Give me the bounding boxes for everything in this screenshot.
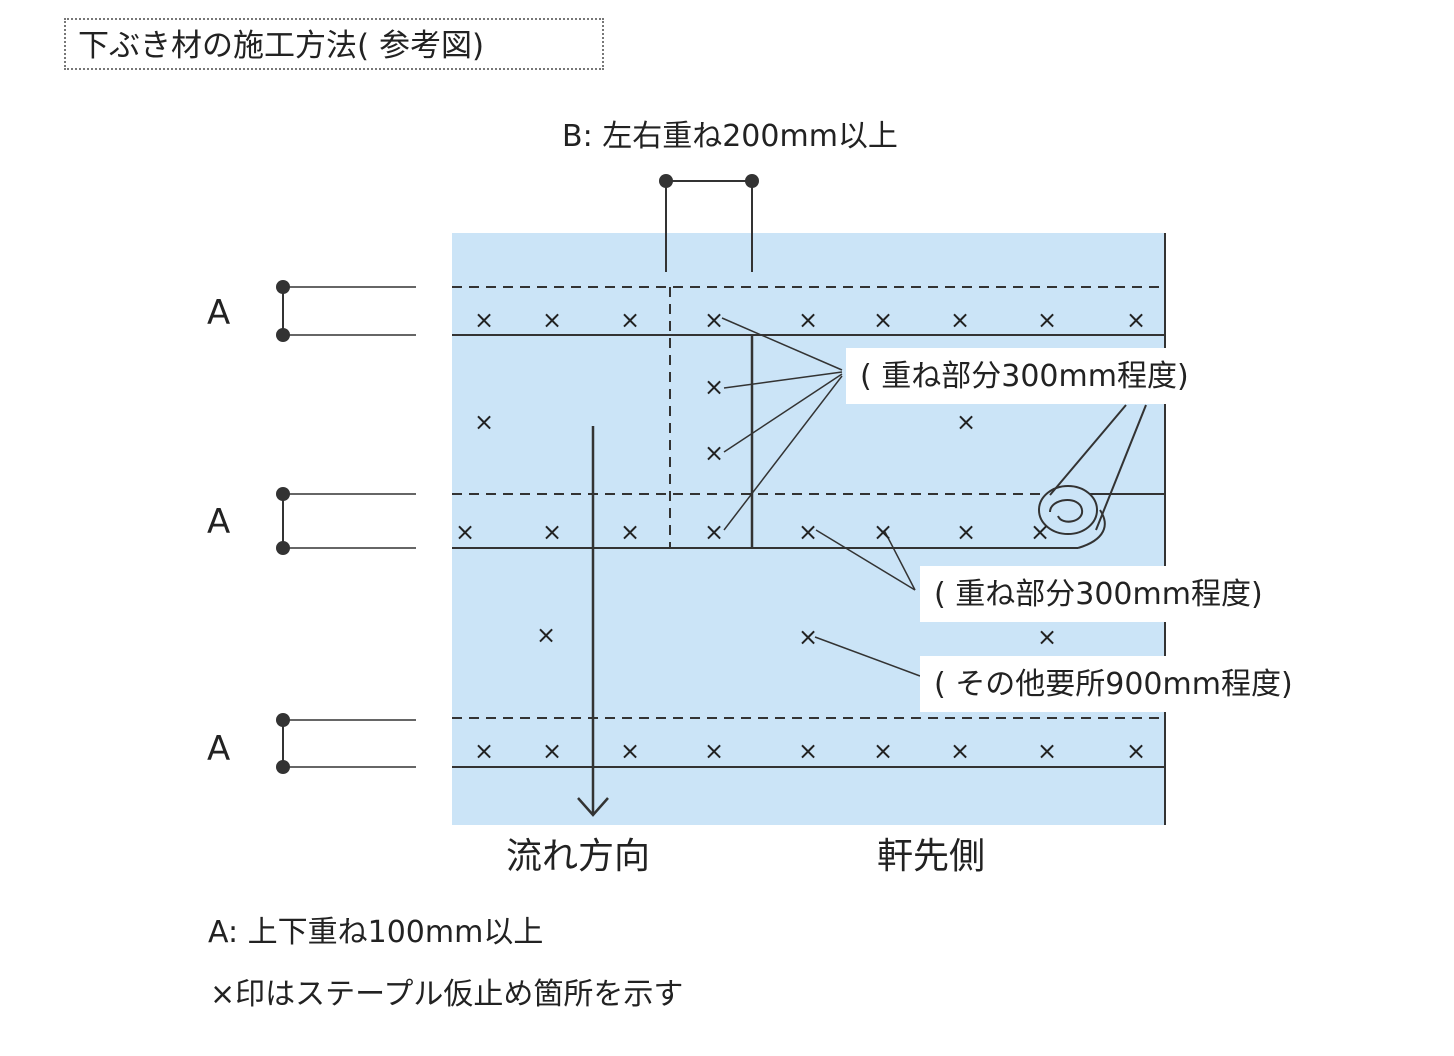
staple-mark: × bbox=[455, 518, 475, 546]
staple-note-label: ×印はステープル仮止め箇所を示す bbox=[210, 977, 683, 1012]
staple-mark: × bbox=[542, 737, 562, 765]
staple-mark: × bbox=[956, 408, 976, 436]
staple-mark: × bbox=[798, 737, 818, 765]
staple-mark: × bbox=[873, 737, 893, 765]
staple-mark: × bbox=[1030, 518, 1050, 546]
staple-mark: × bbox=[873, 306, 893, 334]
staple-mark: × bbox=[798, 518, 818, 546]
staple-mark: × bbox=[1037, 306, 1057, 334]
title-box bbox=[64, 18, 604, 70]
staple-mark: × bbox=[620, 306, 640, 334]
eaves-side-label: 軒先側 bbox=[877, 836, 985, 877]
staple-mark: × bbox=[542, 518, 562, 546]
a-dimension-bottom: A bbox=[207, 713, 416, 774]
overlap-300-label: ( 重ね部分300mm程度) bbox=[860, 359, 1189, 394]
staple-mark: × bbox=[1037, 737, 1057, 765]
label-bg bbox=[920, 566, 1310, 622]
staple-mark: × bbox=[620, 518, 640, 546]
staple-mark: × bbox=[704, 518, 724, 546]
staple-mark: × bbox=[474, 408, 494, 436]
staple-mark: × bbox=[873, 518, 893, 546]
flow-direction-arrow bbox=[577, 426, 609, 817]
staple-mark: × bbox=[1126, 306, 1146, 334]
staple-mark: × bbox=[798, 623, 818, 651]
b-overlap-label: B: 左右重ね200mm以上 bbox=[562, 119, 898, 154]
staple-mark: × bbox=[536, 621, 556, 649]
staple-mark: × bbox=[704, 306, 724, 334]
staple-mark: × bbox=[542, 306, 562, 334]
staple-mark: × bbox=[950, 737, 970, 765]
flow-direction-label: 流れ方向 bbox=[506, 836, 650, 877]
a-dimension-middle: A bbox=[207, 487, 416, 555]
staple-mark: × bbox=[704, 373, 724, 401]
staple-mark: × bbox=[956, 518, 976, 546]
label-bg bbox=[846, 348, 1236, 404]
a-dimension-top: A bbox=[207, 280, 416, 342]
a-label: A bbox=[207, 293, 230, 333]
a-label: A bbox=[207, 502, 230, 542]
other-900-label: ( その他要所900mm程度) bbox=[934, 667, 1293, 702]
sheet-roll-icon bbox=[1038, 404, 1166, 549]
staple-mark: × bbox=[1126, 737, 1146, 765]
staple-marks: × × × × × × × × × × × × × × × × × × × × × × × × × × × × × × × × × bbox=[455, 306, 1146, 765]
b-dim-dot bbox=[659, 174, 673, 188]
underlayment-sheet bbox=[452, 233, 1165, 825]
a-overlap-label: A: 上下重ね100mm以上 bbox=[208, 915, 543, 950]
overlap-300-label: ( 重ね部分300mm程度) bbox=[934, 577, 1263, 612]
staple-mark: × bbox=[950, 306, 970, 334]
staple-mark: × bbox=[1037, 623, 1057, 651]
staple-mark: × bbox=[474, 737, 494, 765]
staple-mark: × bbox=[474, 306, 494, 334]
staple-mark: × bbox=[704, 439, 724, 467]
staple-mark: × bbox=[620, 737, 640, 765]
staple-mark: × bbox=[798, 306, 818, 334]
staple-mark: × bbox=[704, 737, 724, 765]
label-bg bbox=[920, 656, 1345, 712]
diagram-title: 下ぶき材の施工方法( 参考図) bbox=[78, 28, 484, 64]
a-label: A bbox=[207, 729, 230, 769]
b-dim-dot bbox=[745, 174, 759, 188]
leader-lines bbox=[721, 317, 921, 677]
